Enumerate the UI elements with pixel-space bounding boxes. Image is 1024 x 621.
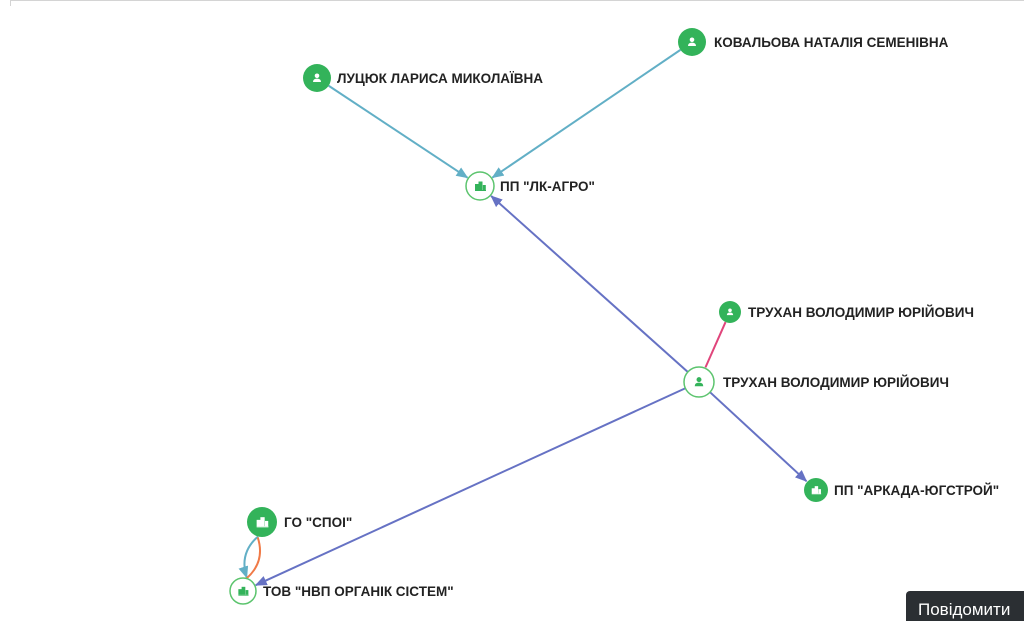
node-label: КОВАЛЬОВА НАТАЛІЯ СЕМЕНІВНА (714, 35, 949, 50)
node-label: ТОВ "НВП ОРГАНІК СІСТЕМ" (263, 584, 454, 599)
node-label: ЛУЦЮК ЛАРИСА МИКОЛАЇВНА (337, 71, 543, 86)
node-trukhan_rel[interactable]: ТРУХАН ВОЛОДИМИР ЮРІЙОВИЧ (719, 301, 974, 323)
node-arkada[interactable]: ПП "АРКАДА-ЮГСТРОЙ" (804, 478, 999, 502)
person-icon (726, 308, 734, 316)
person-icon (688, 37, 696, 46)
edge-lutsiuk-to-lk_agro[interactable] (328, 84, 469, 179)
node-label: ГО "СПОІ" (284, 515, 352, 530)
notify-button[interactable]: Повідомити (906, 591, 1024, 621)
node-label: ПП "АРКАДА-ЮГСТРОЙ" (834, 483, 999, 498)
edge-trukhan-to-lk_agro[interactable] (490, 195, 689, 373)
edge-trukhan-to-nvp[interactable] (254, 387, 686, 587)
node-label: ТРУХАН ВОЛОДИМИР ЮРІЙОВИЧ (748, 305, 974, 320)
graph-frame-border (10, 0, 1024, 6)
node-label: ТРУХАН ВОЛОДИМИР ЮРІЙОВИЧ (723, 375, 949, 390)
edge-trukhan-to-arkada[interactable] (709, 391, 808, 482)
edge-spoi-to-nvp[interactable] (238, 535, 259, 579)
node-lk_agro[interactable]: ПП "ЛК-АГРО" (465, 171, 595, 201)
building-icon (238, 586, 249, 596)
edge-nvp-to-spoi[interactable] (245, 537, 261, 580)
node-lutsiuk[interactable]: ЛУЦЮК ЛАРИСА МИКОЛАЇВНА (303, 64, 543, 92)
person-icon (694, 377, 704, 387)
building-icon (475, 181, 486, 191)
node-nvp[interactable]: ТОВ "НВП ОРГАНІК СІСТЕМ" (229, 577, 454, 605)
node-spoi[interactable]: ГО "СПОІ" (247, 507, 352, 537)
edge-trukhan_rel-to-trukhan[interactable] (704, 321, 727, 368)
node-kovalova[interactable]: КОВАЛЬОВА НАТАЛІЯ СЕМЕНІВНА (678, 28, 949, 56)
person-icon (313, 73, 321, 82)
building-icon (256, 517, 269, 528)
building-icon (811, 486, 822, 495)
edge-kovalova-to-lk_agro[interactable] (491, 49, 681, 179)
node-label: ПП "ЛК-АГРО" (500, 179, 595, 194)
node-trukhan[interactable]: ТРУХАН ВОЛОДИМИР ЮРІЙОВИЧ (683, 366, 949, 398)
